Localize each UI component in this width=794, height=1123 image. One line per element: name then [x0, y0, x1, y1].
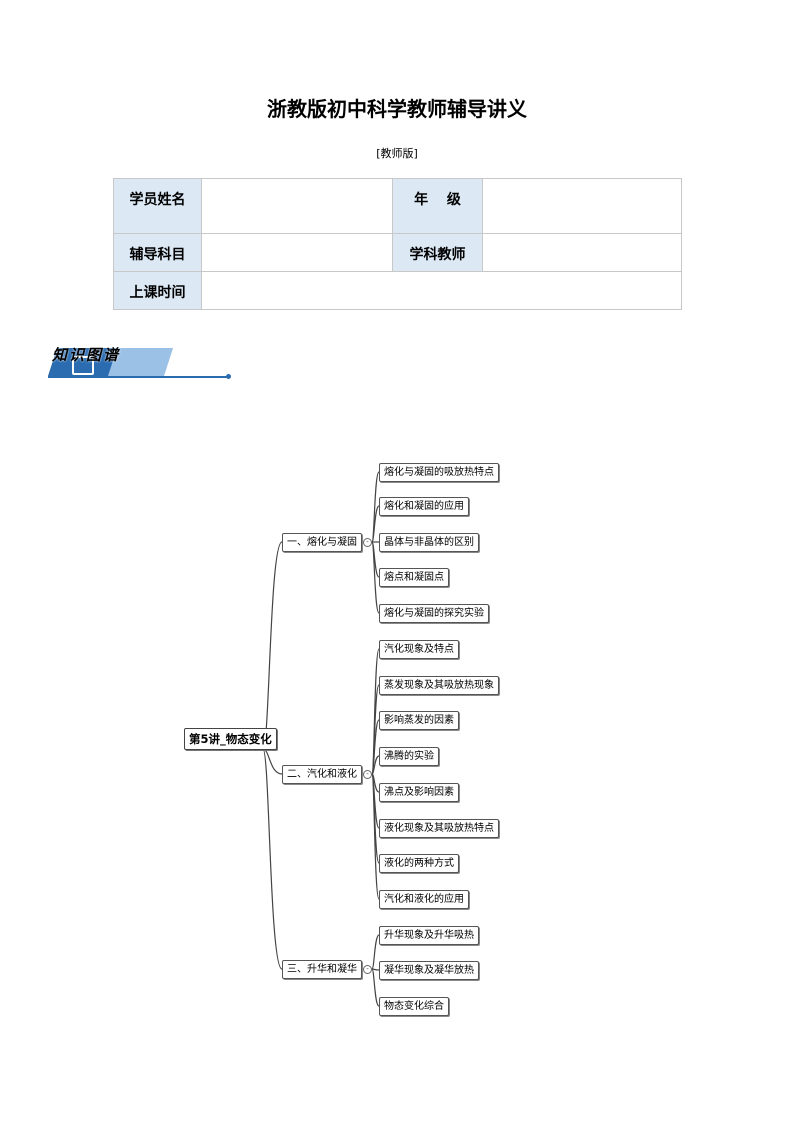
student-info-table: 学员姓名 年 级 辅导科目 学科教师 上课时间 — [113, 178, 682, 310]
mindmap-leaf-node[interactable]: 液化现象及其吸放热特点 — [379, 818, 499, 838]
mindmap-leaf-node[interactable]: 液化的两种方式 — [379, 853, 459, 873]
teacher-field[interactable] — [482, 233, 682, 272]
mindmap-branch-node[interactable]: 二、汽化和液化 — [282, 764, 362, 784]
collapse-toggle-icon[interactable]: - — [363, 538, 372, 547]
heading-underline — [48, 376, 228, 378]
collapse-toggle-icon[interactable]: - — [363, 965, 372, 974]
mindmap-leaf-node[interactable]: 汽化和液化的应用 — [379, 889, 469, 909]
mindmap-leaf-node[interactable]: 熔点和凝固点 — [379, 567, 449, 587]
mindmap-connector — [371, 755, 380, 775]
mindmap-root-node[interactable]: 第5讲_物态变化 — [184, 728, 277, 750]
collapse-toggle-icon[interactable]: - — [363, 770, 372, 779]
mindmap-leaf-node[interactable]: 蒸发现象及其吸放热现象 — [379, 675, 499, 695]
mindmap-leaf-node[interactable]: 物态变化综合 — [379, 996, 449, 1016]
mindmap-connector — [371, 968, 380, 1007]
mindmap-leaf-node[interactable]: 影响蒸发的因素 — [379, 710, 459, 730]
mindmap-connector — [371, 773, 380, 900]
class-time-label: 上课时间 — [113, 271, 202, 310]
mindmap-leaf-node[interactable]: 沸点及影响因素 — [379, 782, 459, 802]
mindmap-leaf-node[interactable]: 升华现象及升华吸热 — [379, 925, 479, 945]
mindmap-connector — [262, 541, 283, 750]
class-time-field[interactable] — [201, 271, 682, 310]
grade-field[interactable] — [482, 178, 682, 234]
document-title: 浙教版初中科学教师辅导讲义 — [267, 97, 527, 121]
teacher-label: 学科教师 — [392, 233, 483, 272]
mindmap-leaf-node[interactable]: 凝华现象及凝华放热 — [379, 960, 479, 980]
document-subtitle: [教师版] — [376, 147, 418, 160]
mindmap-leaf-node[interactable]: 熔化与凝固的吸放热特点 — [379, 462, 499, 482]
mindmap-leaf-node[interactable]: 汽化现象及特点 — [379, 639, 459, 659]
student-name-field[interactable] — [201, 178, 393, 234]
edit-icon — [72, 356, 94, 375]
mindmap-branch-node[interactable]: 三、升华和凝华 — [282, 959, 362, 979]
knowledge-map-heading: 知识图谱 — [48, 342, 238, 382]
student-name-label: 学员姓名 — [113, 178, 202, 234]
mindmap-connector — [262, 748, 283, 970]
mindmap-leaf-node[interactable]: 熔化与凝固的探究实验 — [379, 603, 489, 623]
mindmap-connector — [371, 934, 380, 970]
mindmap-leaf-node[interactable]: 沸腾的实验 — [379, 746, 439, 766]
heading-underline-dot — [226, 374, 231, 379]
subject-label: 辅导科目 — [113, 233, 202, 272]
mindmap-branch-node[interactable]: 一、熔化与凝固 — [282, 532, 362, 552]
mindmap-leaf-node[interactable]: 晶体与非晶体的区别 — [379, 532, 479, 552]
mindmap-connector — [371, 968, 380, 971]
mindmap-connector — [371, 719, 380, 775]
mindmap-connector — [371, 505, 380, 543]
section-heading-text: 知识图谱 — [52, 346, 121, 364]
mindmap-connector — [371, 541, 380, 614]
mindmap-leaf-node[interactable]: 熔化和凝固的应用 — [379, 496, 469, 516]
